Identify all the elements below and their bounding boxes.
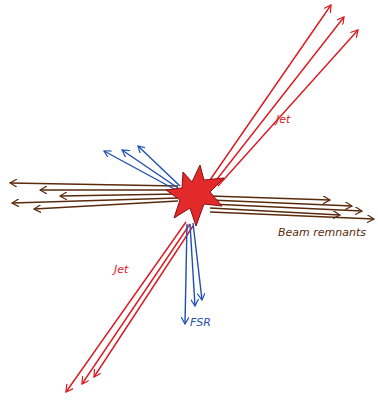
fsr-label: FSR	[190, 316, 211, 329]
beam-remnants-label: Beam remnants	[278, 226, 366, 239]
fsr-lines	[104, 146, 202, 324]
jet-label: Jet	[114, 263, 128, 276]
collision-blob	[166, 165, 224, 226]
jet-label: Jet	[276, 113, 290, 126]
jet-lines	[66, 5, 358, 392]
